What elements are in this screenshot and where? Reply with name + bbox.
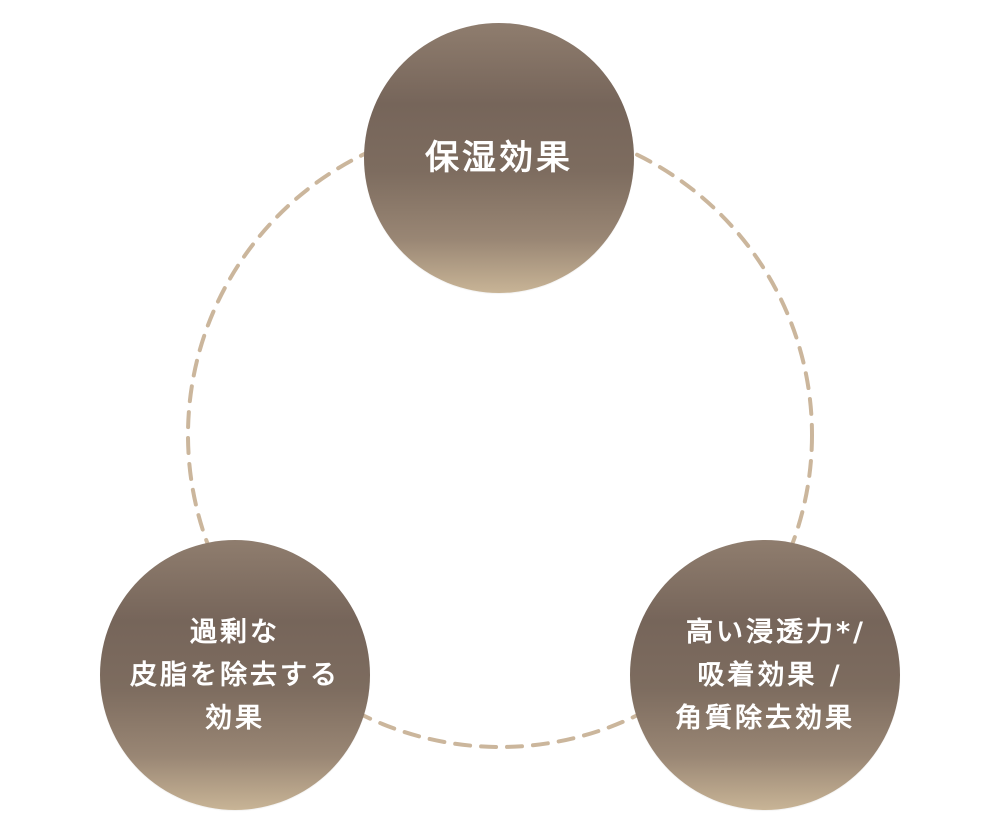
excess-sebum-removal-node: 過剰な 皮脂を除去する 効果 — [100, 540, 370, 810]
moisturizing-effect-label: 保湿効果 — [425, 137, 573, 179]
excess-sebum-line-2: 皮脂を除去する — [130, 659, 340, 691]
moisturizing-effect-node: 保湿効果 — [364, 23, 634, 293]
moisturizing-effect-line-1: 保湿効果 — [425, 138, 573, 178]
penetration-line-2: 吸着効果 / — [697, 659, 843, 691]
excess-sebum-removal-label: 過剰な 皮脂を除去する 効果 — [130, 611, 340, 740]
penetration-adsorption-exfoliation-node: 高い浸透力*/ 吸着効果 / 角質除去効果 — [630, 540, 900, 810]
penetration-adsorption-exfoliation-label: 高い浸透力*/ 吸着効果 / 角質除去効果 — [664, 611, 866, 740]
excess-sebum-line-1: 過剰な — [190, 616, 280, 648]
penetration-line-1: 高い浸透力*/ — [686, 616, 866, 648]
penetration-line-3: 角質除去効果 — [674, 702, 855, 734]
excess-sebum-line-3: 効果 — [205, 702, 265, 734]
